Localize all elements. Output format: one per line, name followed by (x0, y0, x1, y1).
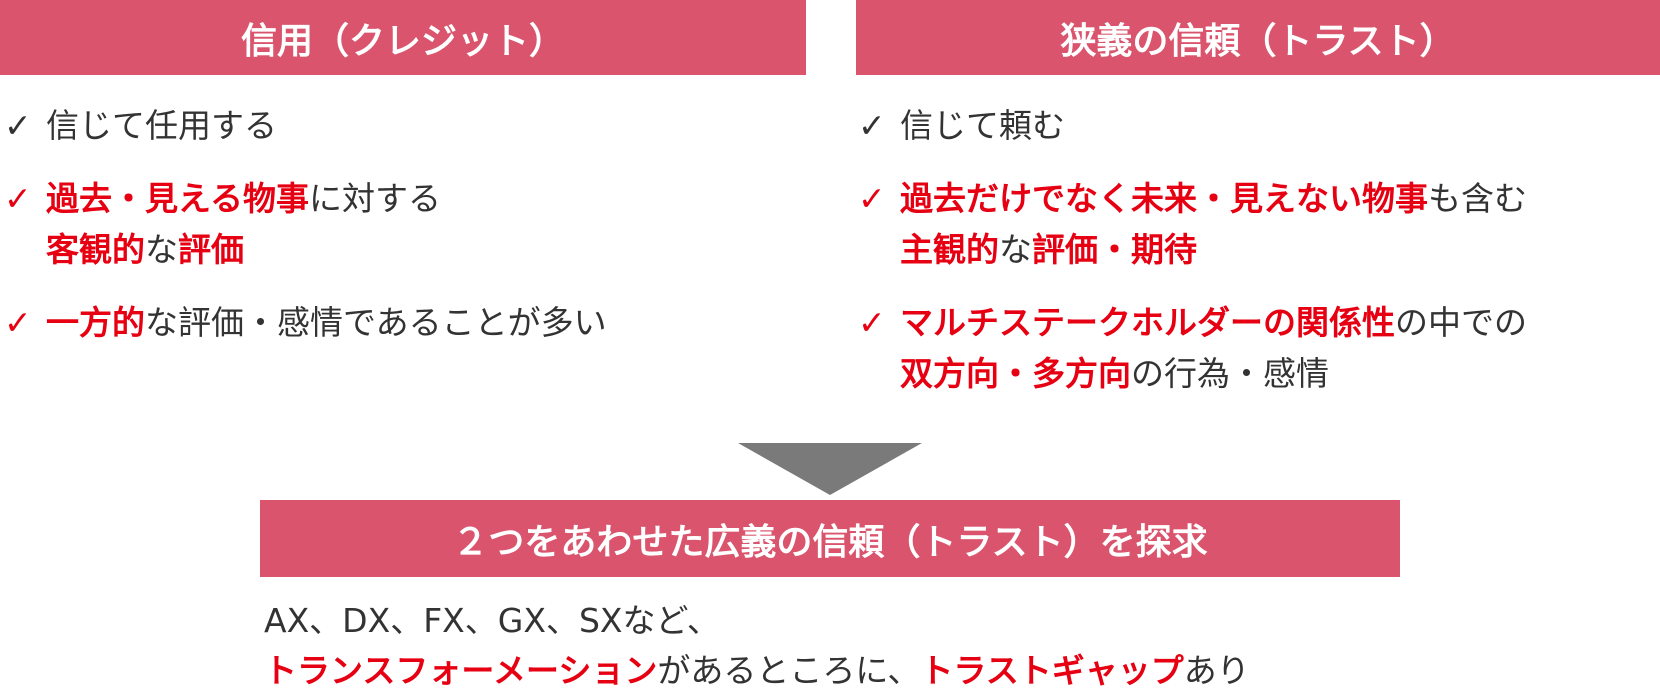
list-item: ✓マルチステークホルダーの関係性の中での双方向・多方向の行為・感情 (858, 297, 1660, 399)
body-text: の行為・感情 (1131, 354, 1329, 393)
body-text: があるところに、 (657, 651, 921, 690)
body-text: に対する (309, 179, 442, 218)
highlight-text: トランスフォーメーション (264, 651, 658, 690)
body-text: な (999, 230, 1032, 269)
highlight-text: 評価・期待 (1032, 230, 1197, 269)
check-icon: ✓ (858, 179, 886, 218)
trust-broad-header: ２つをあわせた広義の信頼（トラスト）を探求 (260, 500, 1400, 577)
check-icon: ✓ (4, 106, 32, 145)
text-line: AX、DX、FX、GX、SXなど、 (264, 596, 1564, 646)
body-text: な評価・感情であることが多い (145, 303, 607, 342)
text-line: マルチステークホルダーの関係性の中での (900, 297, 1660, 348)
highlight-text: マルチステークホルダーの関係性 (900, 303, 1395, 342)
highlight-text: 一方的 (46, 303, 145, 342)
check-icon: ✓ (4, 179, 32, 218)
trust-broad-header-label: ２つをあわせた広義の信頼（トラスト）を探求 (452, 521, 1208, 563)
list-item: ✓ 一方的な評価・感情であることが多い (4, 297, 804, 348)
text-line: 過去だけでなく未来・見えない物事も含む (900, 173, 1660, 224)
highlight-text: 主観的 (900, 230, 999, 269)
text-line: トランスフォーメーションがあるところに、トラストギャップあり (264, 646, 1564, 696)
text-line: 主観的な評価・期待 (900, 224, 1660, 275)
trust-narrow-header: 狭義の信頼（トラスト） (856, 0, 1660, 75)
list-item: ✓ 信じて頼む (858, 100, 1660, 151)
check-icon: ✓ (858, 303, 886, 342)
credit-list: ✓信じて任用する✓過去・見える物事に対する客観的な評価✓一方的な評価・感情である… (4, 100, 804, 370)
list-item: ✓ 信じて任用する (4, 100, 804, 151)
transformation-note: AX、DX、FX、GX、SXなど、トランスフォーメーションがあるところに、トラス… (264, 596, 1564, 696)
text-line: 双方向・多方向の行為・感情 (900, 348, 1660, 399)
text-line: 過去・見える物事に対する (46, 173, 804, 224)
highlight-text: 過去・見える物事 (46, 179, 310, 218)
body-text: 信じて任用する (46, 106, 277, 145)
check-icon: ✓ (858, 106, 886, 145)
credit-header-label: 信用（クレジット） (240, 20, 565, 62)
highlight-text: 過去だけでなく未来・見えない物事 (900, 179, 1428, 218)
list-item: ✓過去だけでなく未来・見えない物事も含む主観的な評価・期待 (858, 173, 1660, 275)
body-text: あり (1183, 651, 1250, 690)
list-item: ✓過去・見える物事に対する客観的な評価 (4, 173, 804, 275)
highlight-text: 双方向・多方向 (900, 354, 1131, 393)
trust-narrow-header-label: 狭義の信頼（トラスト） (1060, 20, 1456, 62)
highlight-text: 客観的 (46, 230, 145, 269)
text-line: 一方的な評価・感情であることが多い (46, 297, 804, 348)
highlight-text: 評価 (178, 230, 244, 269)
check-icon: ✓ (4, 303, 32, 342)
body-text: の中での (1395, 303, 1527, 342)
body-text: AX、DX、FX、GX、SXなど、 (264, 601, 720, 640)
text-line: 客観的な評価 (46, 224, 804, 275)
body-text: 信じて頼む (900, 106, 1065, 145)
highlight-text: トラストギャップ (920, 651, 1184, 690)
arrow-down-icon (738, 443, 922, 495)
body-text: な (145, 230, 178, 269)
text-line: 信じて任用する (46, 100, 804, 151)
trust-narrow-list: ✓信じて頼む✓過去だけでなく未来・見えない物事も含む主観的な評価・期待✓マルチス… (858, 100, 1660, 421)
body-text: も含む (1428, 179, 1527, 218)
text-line: 信じて頼む (900, 100, 1660, 151)
credit-header: 信用（クレジット） (0, 0, 806, 75)
